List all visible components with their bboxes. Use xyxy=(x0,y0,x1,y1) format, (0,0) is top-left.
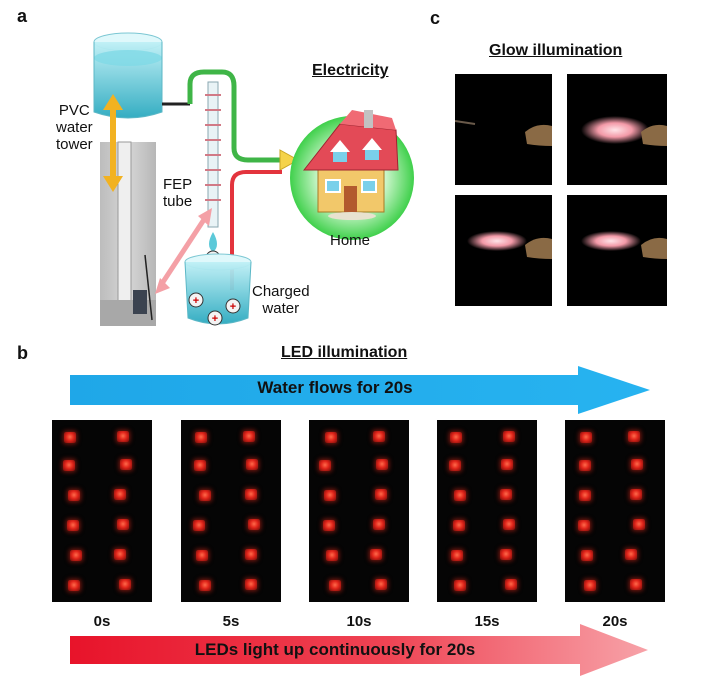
led-light xyxy=(631,459,643,470)
svg-text:+: + xyxy=(212,313,218,325)
led-light xyxy=(199,490,211,501)
panel-c-letter: c xyxy=(430,8,441,28)
led-continuous-text: LEDs light up continuously for 20s xyxy=(194,640,476,659)
led-light xyxy=(114,549,126,560)
led-light xyxy=(630,579,642,590)
led-light xyxy=(67,520,79,531)
led-light xyxy=(579,490,591,501)
led-light xyxy=(245,579,257,590)
led-light xyxy=(505,579,517,590)
led-light xyxy=(68,490,80,501)
led-light xyxy=(453,520,465,531)
led-light xyxy=(324,490,336,501)
home-label: Home xyxy=(330,232,371,249)
led-light xyxy=(243,431,255,442)
led-light xyxy=(325,432,337,443)
led-light xyxy=(319,460,331,471)
led-light xyxy=(370,549,382,560)
led-light xyxy=(501,459,513,470)
time-label-0s: 0s xyxy=(93,613,111,630)
panel-b-letter: b xyxy=(17,343,28,363)
led-light xyxy=(630,489,642,500)
glow-photo-3 xyxy=(455,195,552,306)
led-light xyxy=(323,520,335,531)
led-light xyxy=(245,549,257,560)
led-light xyxy=(625,549,637,560)
led-light xyxy=(633,519,645,530)
svg-text:+: + xyxy=(193,295,199,307)
led-light xyxy=(117,431,129,442)
led-light xyxy=(451,550,463,561)
led-light xyxy=(373,431,385,442)
time-label-20s: 20s xyxy=(602,613,628,630)
pvc-water-tower-label: PVC water tower xyxy=(56,102,93,153)
led-light xyxy=(120,459,132,470)
led-light xyxy=(454,580,466,591)
led-light xyxy=(248,519,260,530)
led-light xyxy=(114,489,126,500)
glow-illumination-title: Glow illumination xyxy=(489,42,623,59)
charged-water-label: Charged water xyxy=(252,283,310,317)
led-photo-15s xyxy=(437,420,537,602)
water-flow-arrow xyxy=(70,366,650,414)
led-photo-10s xyxy=(309,420,409,602)
led-light xyxy=(454,490,466,501)
led-light xyxy=(246,459,258,470)
led-light xyxy=(500,489,512,500)
led-light xyxy=(580,432,592,443)
fep-tube-label: FEP tube xyxy=(163,176,193,210)
time-label-15s: 15s xyxy=(474,613,500,630)
led-light xyxy=(194,460,206,471)
led-light xyxy=(449,460,461,471)
time-label-5s: 5s xyxy=(222,613,240,630)
led-light xyxy=(64,432,76,443)
led-light xyxy=(196,550,208,561)
led-light xyxy=(375,489,387,500)
led-light xyxy=(503,431,515,442)
electricity-title: Electricity xyxy=(312,62,389,79)
led-light xyxy=(581,550,593,561)
panel-a-letter: a xyxy=(17,6,28,26)
time-label-10s: 10s xyxy=(346,613,372,630)
led-light xyxy=(199,580,211,591)
led-light xyxy=(578,520,590,531)
led-light xyxy=(376,459,388,470)
led-illumination-title: LED illumination xyxy=(281,344,408,361)
water-flow-text: Water flows for 20s xyxy=(257,378,413,397)
led-photo-0s xyxy=(52,420,152,602)
led-light xyxy=(119,579,131,590)
svg-text:+: + xyxy=(230,301,236,313)
led-continuous-arrow xyxy=(70,624,648,676)
glow-photo-4 xyxy=(567,195,667,306)
house-icon xyxy=(302,110,399,220)
led-light xyxy=(70,550,82,561)
led-light xyxy=(63,460,75,471)
led-photo-5s xyxy=(181,420,281,602)
led-light xyxy=(195,432,207,443)
led-light xyxy=(375,579,387,590)
glow-photo-grid xyxy=(455,74,667,306)
led-light xyxy=(193,520,205,531)
led-light xyxy=(500,549,512,560)
led-light xyxy=(450,432,462,443)
panel-a-illustration: + + + + xyxy=(93,32,414,326)
led-light xyxy=(628,431,640,442)
led-light xyxy=(245,489,257,500)
led-light xyxy=(329,580,341,591)
led-light xyxy=(68,580,80,591)
led-light xyxy=(373,519,385,530)
led-photo-20s xyxy=(565,420,665,602)
glow-photo-1 xyxy=(455,74,552,185)
led-light xyxy=(326,550,338,561)
glow-photo-2 xyxy=(567,74,667,185)
led-light xyxy=(117,519,129,530)
led-light xyxy=(584,580,596,591)
led-light xyxy=(503,519,515,530)
led-light xyxy=(579,460,591,471)
